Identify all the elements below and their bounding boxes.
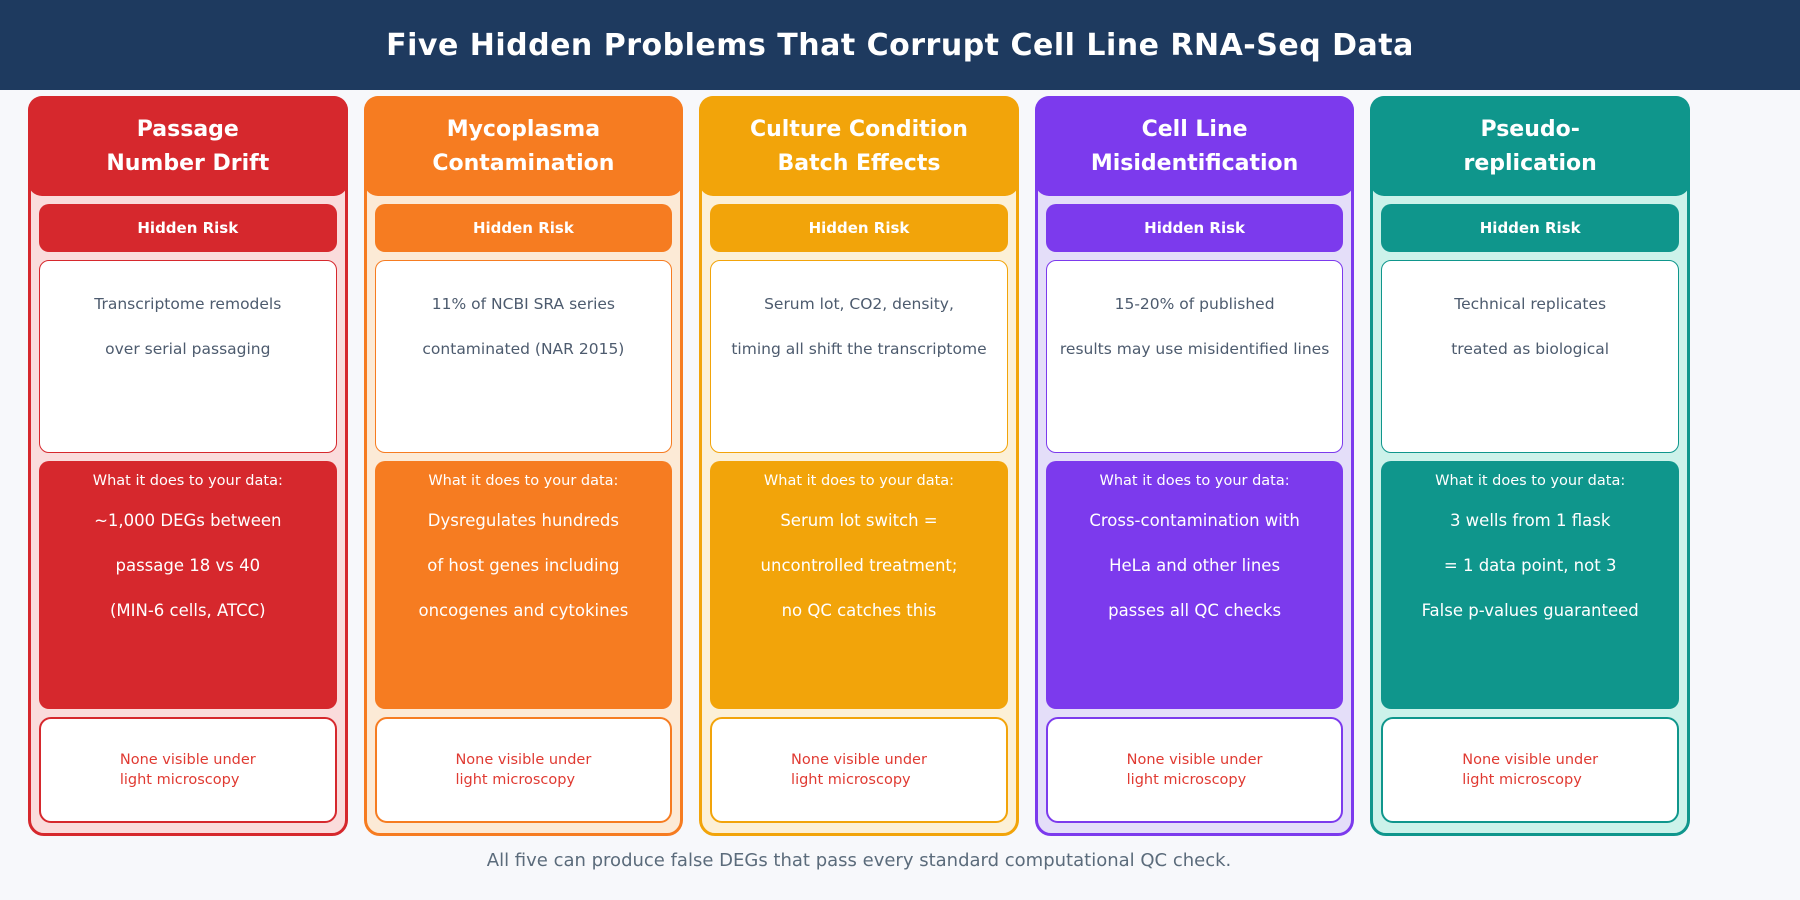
card-title: Passage Number Drift [28,96,348,196]
microscopy-note-box: None visible under light microscopy [710,717,1008,823]
risk-description-box: Transcriptome remodels over serial passa… [39,260,337,453]
effect-line: passage 18 vs 40 [115,556,261,575]
risk-line: over serial passaging [105,340,271,358]
effect-line: passes all QC checks [1108,601,1282,620]
risk-line: results may use misidentified lines [1059,340,1330,358]
data-effect-box: What it does to your data: Serum lot swi… [710,461,1008,709]
effect-line: HeLa and other lines [1109,556,1281,575]
card-title-line: Pseudo- [1480,116,1580,142]
card-title-line: Misidentification [1090,150,1299,176]
risk-line: treated as biological [1451,340,1610,358]
card-title-line: Culture Condition [749,116,968,142]
effect-line: oncogenes and cytokines [418,601,629,620]
effect-line: no QC catches this [781,601,937,620]
risk-description-box: Serum lot, CO2, density, timing all shif… [710,260,1008,453]
microscopy-note-box: None visible under light microscopy [39,717,337,823]
microscopy-note-line: None visible under [1126,752,1263,768]
microscopy-note-line: light microscopy [1126,772,1247,788]
data-effect-box: What it does to your data: Dysregulates … [374,461,673,709]
page-title: Five Hidden Problems That Corrupt Cell L… [386,27,1414,63]
risk-description-box: 15-20% of published results may use misi… [1045,260,1344,453]
card-title-line: Contamination [432,150,615,176]
data-effect-box: What it does to your data: ~1,000 DEGs b… [39,461,337,709]
risk-line: Technical replicates [1454,295,1607,313]
microscopy-note-line: None visible under [455,752,592,768]
problem-card-passage-number-drift: Passage Number Drift Hidden Risk Transcr… [28,96,348,836]
effect-line: ~1,000 DEGs between [94,511,282,530]
risk-line: Serum lot, CO2, density, [764,295,954,313]
effect-line: Cross-contamination with [1089,511,1300,530]
card-title: Mycoplasma Contamination [363,96,684,196]
card-title-line: Batch Effects [777,150,941,176]
effect-line: Serum lot switch = [780,511,938,530]
effect-line: of host genes including [427,556,620,575]
microscopy-note-box: None visible under light microscopy [1381,717,1679,823]
risk-description-box: Technical replicates treated as biologic… [1381,260,1679,453]
effect-line: 3 wells from 1 flask [1449,511,1611,530]
card-title-line: replication [1463,150,1597,176]
risk-line: 15-20% of published [1114,295,1275,313]
problem-card-mycoplasma-contamination: Mycoplasma Contamination Hidden Risk 11%… [363,96,684,836]
microscopy-note-line: None visible under [791,752,927,768]
risk-description-box: 11% of NCBI SRA series contaminated (NAR… [374,260,673,453]
microscopy-note: None visible under light microscopy [1462,750,1598,790]
hidden-risk-badge: Hidden Risk [1381,204,1679,252]
bottom-caption: All five can produce false DEGs that pas… [486,850,1232,871]
card-title: Pseudo- replication [1370,96,1690,196]
hidden-risk-badge: Hidden Risk [374,204,673,252]
effect-label: What it does to your data: [1435,473,1626,489]
data-effect-box: What it does to your data: 3 wells from … [1381,461,1679,709]
microscopy-note-line: None visible under [1462,752,1599,768]
microscopy-note: None visible under light microscopy [455,750,591,790]
problem-cards-row: Passage Number Drift Hidden Risk Transcr… [0,90,1800,836]
effect-line: Dysregulates hundreds [427,511,619,530]
effect-line: (MIN-6 cells, ATCC) [109,601,266,620]
card-title: Culture Condition Batch Effects [699,96,1019,196]
microscopy-note: None visible under light microscopy [791,750,927,790]
effect-label: What it does to your data: [428,473,619,489]
data-effect-box: What it does to your data: Cross-contami… [1045,461,1344,709]
effect-label: What it does to your data: [1099,473,1290,489]
effect-line: = 1 data point, not 3 [1443,556,1617,575]
microscopy-note-line: light microscopy [119,772,240,788]
microscopy-note: None visible under light microscopy [120,750,256,790]
hidden-risk-badge: Hidden Risk [39,204,337,252]
card-title-line: Mycoplasma [446,116,601,142]
risk-line: timing all shift the transcriptome [731,340,987,358]
title-bar: Five Hidden Problems That Corrupt Cell L… [0,0,1800,90]
microscopy-note-box: None visible under light microscopy [374,717,673,823]
card-title-line: Passage [136,116,239,142]
effect-label: What it does to your data: [763,473,955,489]
risk-line: 11% of NCBI SRA series [431,295,615,313]
problem-card-pseudo-replication: Pseudo- replication Hidden Risk Technica… [1370,96,1690,836]
card-title: Cell Line Misidentification [1034,96,1355,196]
card-title-line: Number Drift [106,150,270,176]
microscopy-note-line: light microscopy [455,772,576,788]
microscopy-note: None visible under light microscopy [1127,750,1263,790]
effect-label: What it does to your data: [92,473,283,489]
effect-line: uncontrolled treatment; [760,556,958,575]
effect-line: False p-values guaranteed [1421,601,1639,620]
microscopy-note-line: light microscopy [791,772,911,788]
hidden-risk-badge: Hidden Risk [710,204,1008,252]
problem-card-cell-line-misidentification: Cell Line Misidentification Hidden Risk … [1034,96,1355,836]
microscopy-note-box: None visible under light microscopy [1045,717,1344,823]
hidden-risk-badge: Hidden Risk [1045,204,1344,252]
risk-line: Transcriptome remodels [94,295,282,313]
problem-card-culture-condition-batch-effects: Culture Condition Batch Effects Hidden R… [699,96,1019,836]
risk-line: contaminated (NAR 2015) [422,340,625,358]
card-title-line: Cell Line [1141,116,1248,142]
microscopy-note-line: light microscopy [1462,772,1582,788]
microscopy-note-line: None visible under [119,752,256,768]
